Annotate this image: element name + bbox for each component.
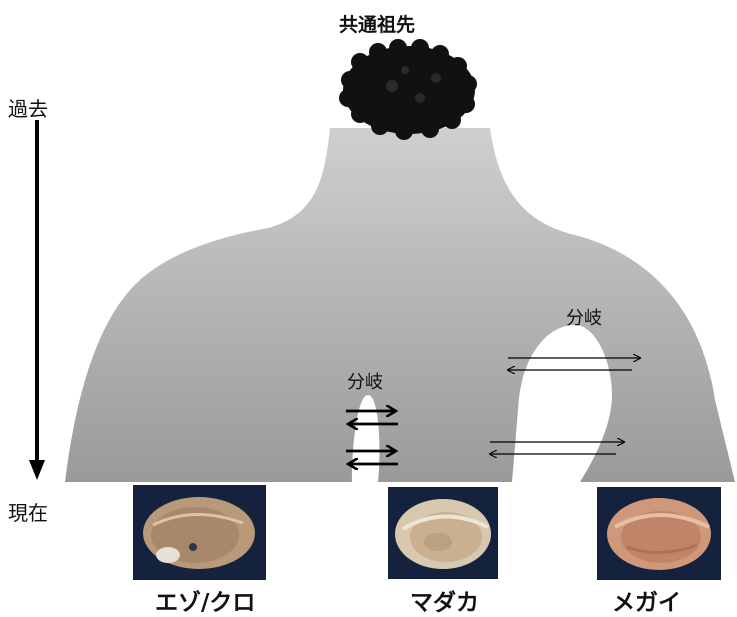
population-body [65, 128, 735, 482]
common-ancestor-title: 共通祖先 [339, 14, 416, 36]
gene-flow-arrows-right [490, 358, 640, 454]
shell-photo-ezo-kuro [133, 485, 266, 580]
species-label-ezo-kuro: エゾ/クロ [155, 590, 256, 616]
species-label-madaka: マダカ [410, 590, 479, 616]
time-axis-present-label: 現在 [8, 501, 48, 525]
branch-label-second-split: 分岐 [566, 308, 602, 329]
gene-flow-arrows-left [346, 411, 398, 464]
time-axis-past-label: 過去 [8, 97, 48, 121]
shell-photo-madaka [388, 487, 498, 579]
shell-photo-megai [597, 487, 721, 580]
species-label-megai: メガイ [612, 590, 681, 616]
branch-label-first-split: 分岐 [347, 372, 383, 393]
ancestor-shell-icon [339, 39, 477, 140]
time-arrow [29, 120, 45, 480]
